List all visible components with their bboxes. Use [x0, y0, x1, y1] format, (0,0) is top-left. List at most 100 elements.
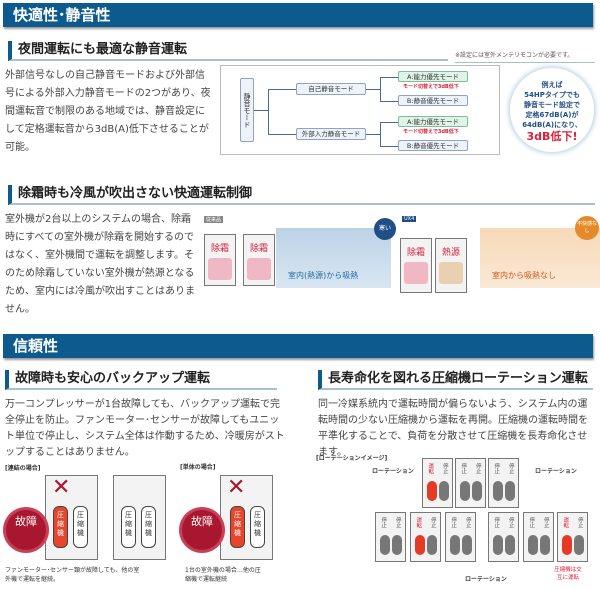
- compressor: 圧縮機: [121, 506, 136, 548]
- drop-3db-1: モード切替えで3dB低下: [403, 84, 459, 90]
- callout-line: 64dB(A)になり、: [522, 121, 582, 129]
- rotation-unit: 停止停止: [488, 512, 519, 562]
- rotation-label: ローテーション: [535, 468, 577, 475]
- compressor: [540, 535, 550, 555]
- drop-3db-2: モード切替えで3dB低下: [403, 129, 459, 135]
- quiet-mode-root: 静音モード: [240, 78, 254, 142]
- compressor: [574, 535, 584, 555]
- outdoor-unit: 除霜: [243, 234, 275, 286]
- compressor: [493, 481, 503, 501]
- mode-a-2: A:能力優先モード: [398, 116, 468, 127]
- mode-a-1: A:能力優先モード: [398, 71, 468, 82]
- fault-burst: 故障: [6, 510, 46, 550]
- rotation-unit: 運転停止: [422, 458, 453, 508]
- mode-b-1: B:静音優先モード: [398, 95, 468, 106]
- quiet-text: 外部信号なしの自己静音モードおよび外部信号による外部入力静音モードの2つがあり、…: [5, 70, 211, 153]
- compressor-state: 停止: [507, 463, 514, 474]
- compressor: [427, 535, 437, 555]
- compressor: [462, 535, 472, 555]
- mode-b-2: B:静音優先モード: [398, 140, 468, 151]
- outdoor-unit: 除霜: [400, 238, 432, 293]
- compressor: [562, 535, 572, 555]
- external-quiet-mode: 外部入力静音モード: [296, 128, 366, 140]
- rotation-label: ローテーション: [372, 468, 414, 475]
- rotation-unit: 運転停止: [410, 512, 441, 562]
- callout-emphasis: 3dB低下!: [526, 130, 578, 143]
- cold-room-caption: 室内(熱源)から吸熱: [288, 271, 359, 280]
- compressor: [392, 535, 402, 555]
- compressor: [505, 535, 515, 555]
- rotation-unit: 停止停止: [455, 458, 486, 508]
- callout-line: 定格67dB(A)が: [525, 111, 579, 119]
- rotation-image-label: [ローテーションイメージ]: [316, 455, 388, 462]
- compressor: [439, 481, 449, 501]
- heading-quiet: 夜間運転にも最適な静音運転: [8, 41, 448, 61]
- heading-backup: 故障時も安心のバックアップ運転: [5, 370, 277, 390]
- compressor: 圧縮機: [141, 506, 156, 548]
- linked-caption: ファンモーター･センサー類が故障しても、他の室外機で運転を継続。: [5, 567, 140, 583]
- rotation-unit: 運転停止: [557, 512, 588, 562]
- conventional-tag: 従来品: [204, 216, 224, 223]
- callout-line: 54HPタイプでも: [524, 91, 580, 99]
- cold-badge: 寒い: [374, 218, 396, 240]
- outdoor-unit: 除霜: [204, 234, 236, 286]
- compressor-state: 停止: [429, 517, 436, 528]
- callout-line: 静音モード設定で: [524, 101, 580, 109]
- rotation-unit: 停止停止: [375, 512, 406, 562]
- warm-room-caption: 室内から吸熱なし: [492, 271, 556, 280]
- linked-label: [連結の場合]: [5, 465, 41, 472]
- compressor-state: 停止: [542, 517, 549, 528]
- defrost-text: 室外機が2台以上のシステムの場合、除霜時にすべての室外機が除霜を開始するのではな…: [5, 214, 195, 315]
- rotation-unit: 停止停止: [523, 512, 554, 562]
- section-header-comfort: 快適性･静音性: [3, 3, 593, 27]
- compressor-state: 停止: [450, 517, 457, 528]
- compressor: [415, 535, 425, 555]
- compressor: 圧縮機: [73, 506, 88, 548]
- quiet-mode-diagram: 静音モード 自己静音モード 外部入力静音モード A:能力優先モード モード切替え…: [220, 65, 500, 155]
- section-header-reliability: 信頼性: [3, 334, 593, 358]
- rotation-label: ローテーション: [465, 576, 507, 583]
- compressor: [528, 535, 538, 555]
- failed-compressor: 圧縮機: [230, 506, 245, 548]
- x-mark-icon: ✕: [227, 475, 246, 500]
- compressor: [505, 481, 515, 501]
- quiet-callout: 例えば 54HPタイプでも 静音モード設定で 定格67dB(A)が 64dB(A…: [510, 68, 594, 152]
- compressor-state: 停止: [441, 463, 448, 474]
- rotation-unit: 停止停止: [445, 512, 476, 562]
- callout-line: 例えば: [541, 81, 563, 89]
- single-caption: 1台の室外機の場合…他の圧縮機で運転継続: [185, 567, 261, 583]
- unit-label: 除霜: [249, 244, 268, 254]
- compressor: [493, 535, 503, 555]
- defrost-illustration: 従来品 除霜 除霜 室内(熱源)から吸熱 寒い UX4 除霜 熱源 室内から吸熱…: [200, 210, 600, 305]
- compressor-state: 停止: [464, 517, 471, 528]
- failed-compressor: 圧縮機: [53, 506, 68, 548]
- fault-burst: 故障: [182, 510, 222, 550]
- quiet-note: ※設定には室外メンテリモコンが必要です。: [455, 50, 595, 63]
- compressor-state: 停止: [474, 463, 481, 474]
- rotation-unit: 停止停止: [488, 458, 519, 508]
- backup-text: 万一コンプレッサーが1台故障しても、バックアップ運転で完全停止を防止。ファンモー…: [5, 399, 285, 458]
- comfort-badge: 不快感なし: [575, 216, 599, 240]
- heading-defrost: 除霜時も冷風が吹出さない快適運転制御: [8, 185, 595, 205]
- compressor-state: 運転: [562, 517, 569, 528]
- compressor-state: 停止: [507, 517, 514, 528]
- rotation-text: 同一冷媒系統内で運転時間が偏らないよう、システム内の運転時間の少ない圧縮機から運…: [318, 399, 588, 458]
- compressor-state: 停止: [460, 463, 467, 474]
- compressor-state: 停止: [528, 517, 535, 528]
- outdoor-unit: 熱源: [435, 238, 467, 293]
- heading-rotation: 長寿命化を図れる圧縮機ローテーション運転: [318, 370, 593, 390]
- unit-label: 除霜: [210, 244, 229, 254]
- cold-room: 室内(熱源)から吸熱: [276, 228, 391, 288]
- compressor: 圧縮機: [250, 506, 265, 548]
- alternate-note: 圧縮機は交互に運転: [554, 567, 582, 581]
- compressor: [460, 481, 470, 501]
- compressor: [380, 535, 390, 555]
- compressor: [472, 481, 482, 501]
- x-mark-icon: ✕: [52, 475, 71, 500]
- compressor-state: 停止: [493, 463, 500, 474]
- compressor-state: 停止: [576, 517, 583, 528]
- compressor-state: 停止: [394, 517, 401, 528]
- compressor-state: 停止: [380, 517, 387, 528]
- compressor-state: 運転: [415, 517, 422, 528]
- compressor-state: 停止: [493, 517, 500, 528]
